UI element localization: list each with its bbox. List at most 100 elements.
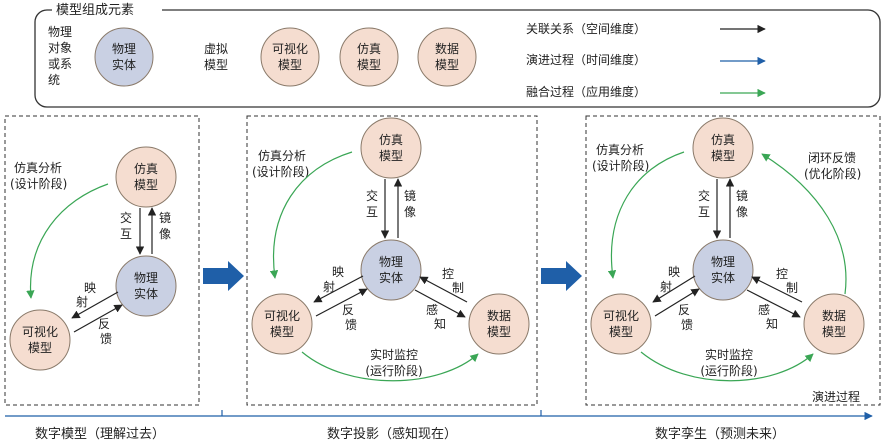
mirror-label: 像 [404, 205, 416, 219]
stage-label-digital-model: 数字模型（理解过去） [35, 427, 165, 442]
control-label: 制 [452, 281, 464, 295]
mirror-label: 镜 [736, 188, 748, 203]
node-label: 模型 [134, 178, 158, 192]
feedback-label: 馈 [345, 318, 357, 332]
virtual-label-line: 模型 [204, 58, 228, 72]
physical-node: 物理 实体 [692, 239, 754, 301]
closed-loop-label: 闭环反馈 [808, 151, 856, 165]
realtime-monitoring-sublabel: (运行阶段) [700, 363, 757, 378]
evolution-block-arrow [203, 261, 244, 291]
physical-label-line: 或系 [48, 57, 72, 71]
physical-label-line: 统 [48, 73, 60, 87]
simulation-analysis-sublabel: (设计阶段) [592, 158, 649, 173]
node-label: 可视化 [22, 324, 58, 339]
node-label: 可视化 [264, 308, 300, 323]
data-node: 数据 模型 [468, 293, 530, 355]
closed-loop-curve [761, 153, 847, 295]
map-label: 映 [332, 265, 344, 279]
control-label: 控 [776, 267, 788, 281]
physical-label-line: 物理 [48, 25, 72, 39]
legend-data-node: 数据 模型 [417, 27, 477, 87]
legend-simulation-node: 仿真 模型 [339, 27, 399, 87]
simulation-analysis-curve [26, 183, 109, 299]
closed-loop-sublabel: (优化阶段) [804, 166, 861, 181]
node-label: 物理 [711, 255, 735, 269]
physical-node: 物理 实体 [115, 255, 177, 317]
node-label: 模型 [435, 58, 459, 72]
simulation-node: 仿真 模型 [115, 146, 177, 208]
data-node: 数据 模型 [803, 293, 865, 355]
feedback-label: 馈 [681, 318, 693, 332]
mirror-label: 镜 [404, 188, 416, 203]
visualization-node: 可视化 模型 [590, 293, 652, 355]
virtual-label-line: 虚拟 [204, 42, 228, 56]
interact-label: 交 [120, 210, 132, 225]
sense-label: 感 [758, 302, 770, 317]
node-label: 模型 [28, 341, 52, 355]
visualization-node: 可视化 模型 [9, 309, 71, 371]
node-label: 物理 [379, 255, 403, 269]
feedback-label: 馈 [100, 332, 112, 346]
sense-arrow [746, 289, 801, 318]
node-label: 实体 [112, 57, 136, 72]
panel-digital-model: 仿真分析 (设计阶段) 仿真 模型 物理 实体 可视化 模型 交 互 镜 像 映… [4, 115, 200, 406]
node-label: 可视化 [603, 308, 639, 323]
realtime-monitoring-curve [640, 351, 814, 382]
map-arrow [652, 275, 696, 303]
node-label: 数据 [487, 308, 511, 323]
node-label: 模型 [609, 325, 633, 339]
node-label: 实体 [134, 286, 158, 301]
node-label: 模型 [270, 325, 294, 339]
mirror-label: 像 [736, 205, 748, 219]
legend-arrow-label-fusion: 融合过程（应用维度） [526, 84, 646, 99]
realtime-monitoring-label: 实时监控 [370, 347, 418, 362]
node-label: 实体 [711, 270, 735, 285]
visualization-node: 可视化 模型 [251, 293, 313, 355]
simulation-analysis-curve [607, 151, 685, 279]
map-label: 射 [323, 279, 335, 294]
sense-label: 知 [766, 317, 778, 331]
realtime-monitoring-curve [301, 351, 479, 382]
feedback-label: 反 [678, 303, 690, 317]
panel-digital-twin: 仿真分析 (设计阶段) 闭环反馈 (优化阶段) 仿真 模型 物理 实体 可视化 … [585, 115, 881, 406]
legend-arrow-label-relation: 关联关系（空间维度） [526, 21, 646, 36]
node-label: 仿真 [357, 42, 381, 56]
map-label: 映 [668, 265, 680, 279]
node-label: 仿真 [379, 133, 403, 147]
legend-visualization-node: 可视化 模型 [260, 27, 320, 87]
feedback-arrow [315, 288, 368, 317]
simulation-node: 仿真 模型 [360, 117, 422, 179]
map-label: 射 [660, 279, 672, 294]
realtime-monitoring-sublabel: (运行阶段) [365, 363, 422, 378]
legend-title: 模型组成元素 [56, 3, 134, 18]
panel-digital-projection: 仿真分析 (设计阶段) 仿真 模型 物理 实体 可视化 模型 数据 模型 交 互… [246, 115, 538, 406]
node-label: 模型 [487, 325, 511, 339]
legend-physical-node: 物理 实体 [94, 27, 154, 87]
evolution-block-arrow [541, 261, 582, 291]
feedback-arrow [73, 304, 123, 333]
interact-label: 交 [366, 188, 378, 203]
node-label: 物理 [134, 271, 158, 285]
simulation-node: 仿真 模型 [692, 117, 754, 179]
feedback-arrow [654, 288, 700, 317]
node-label: 仿真 [134, 162, 158, 176]
node-label: 数据 [435, 41, 459, 56]
control-arrow [419, 276, 468, 303]
node-label: 物理 [112, 42, 136, 56]
realtime-monitoring-label: 实时监控 [705, 347, 753, 362]
simulation-analysis-sublabel: (设计阶段) [252, 164, 309, 179]
node-label: 数据 [822, 308, 846, 323]
mirror-label: 像 [159, 227, 171, 241]
feedback-label: 反 [98, 317, 110, 331]
physical-node: 物理 实体 [360, 239, 422, 301]
node-label: 仿真 [711, 133, 735, 147]
stage-label-digital-twin: 数字孪生（预测未来） [655, 426, 785, 442]
legend-arrow-label-evolution: 演进过程（时间维度） [526, 52, 646, 67]
node-label: 模型 [822, 325, 846, 339]
stage-label-digital-projection: 数字投影（感知现在） [327, 426, 457, 442]
node-label: 模型 [711, 149, 735, 163]
feedback-label: 反 [342, 303, 354, 317]
interact-label: 互 [120, 227, 132, 241]
sense-label: 感 [426, 302, 438, 317]
